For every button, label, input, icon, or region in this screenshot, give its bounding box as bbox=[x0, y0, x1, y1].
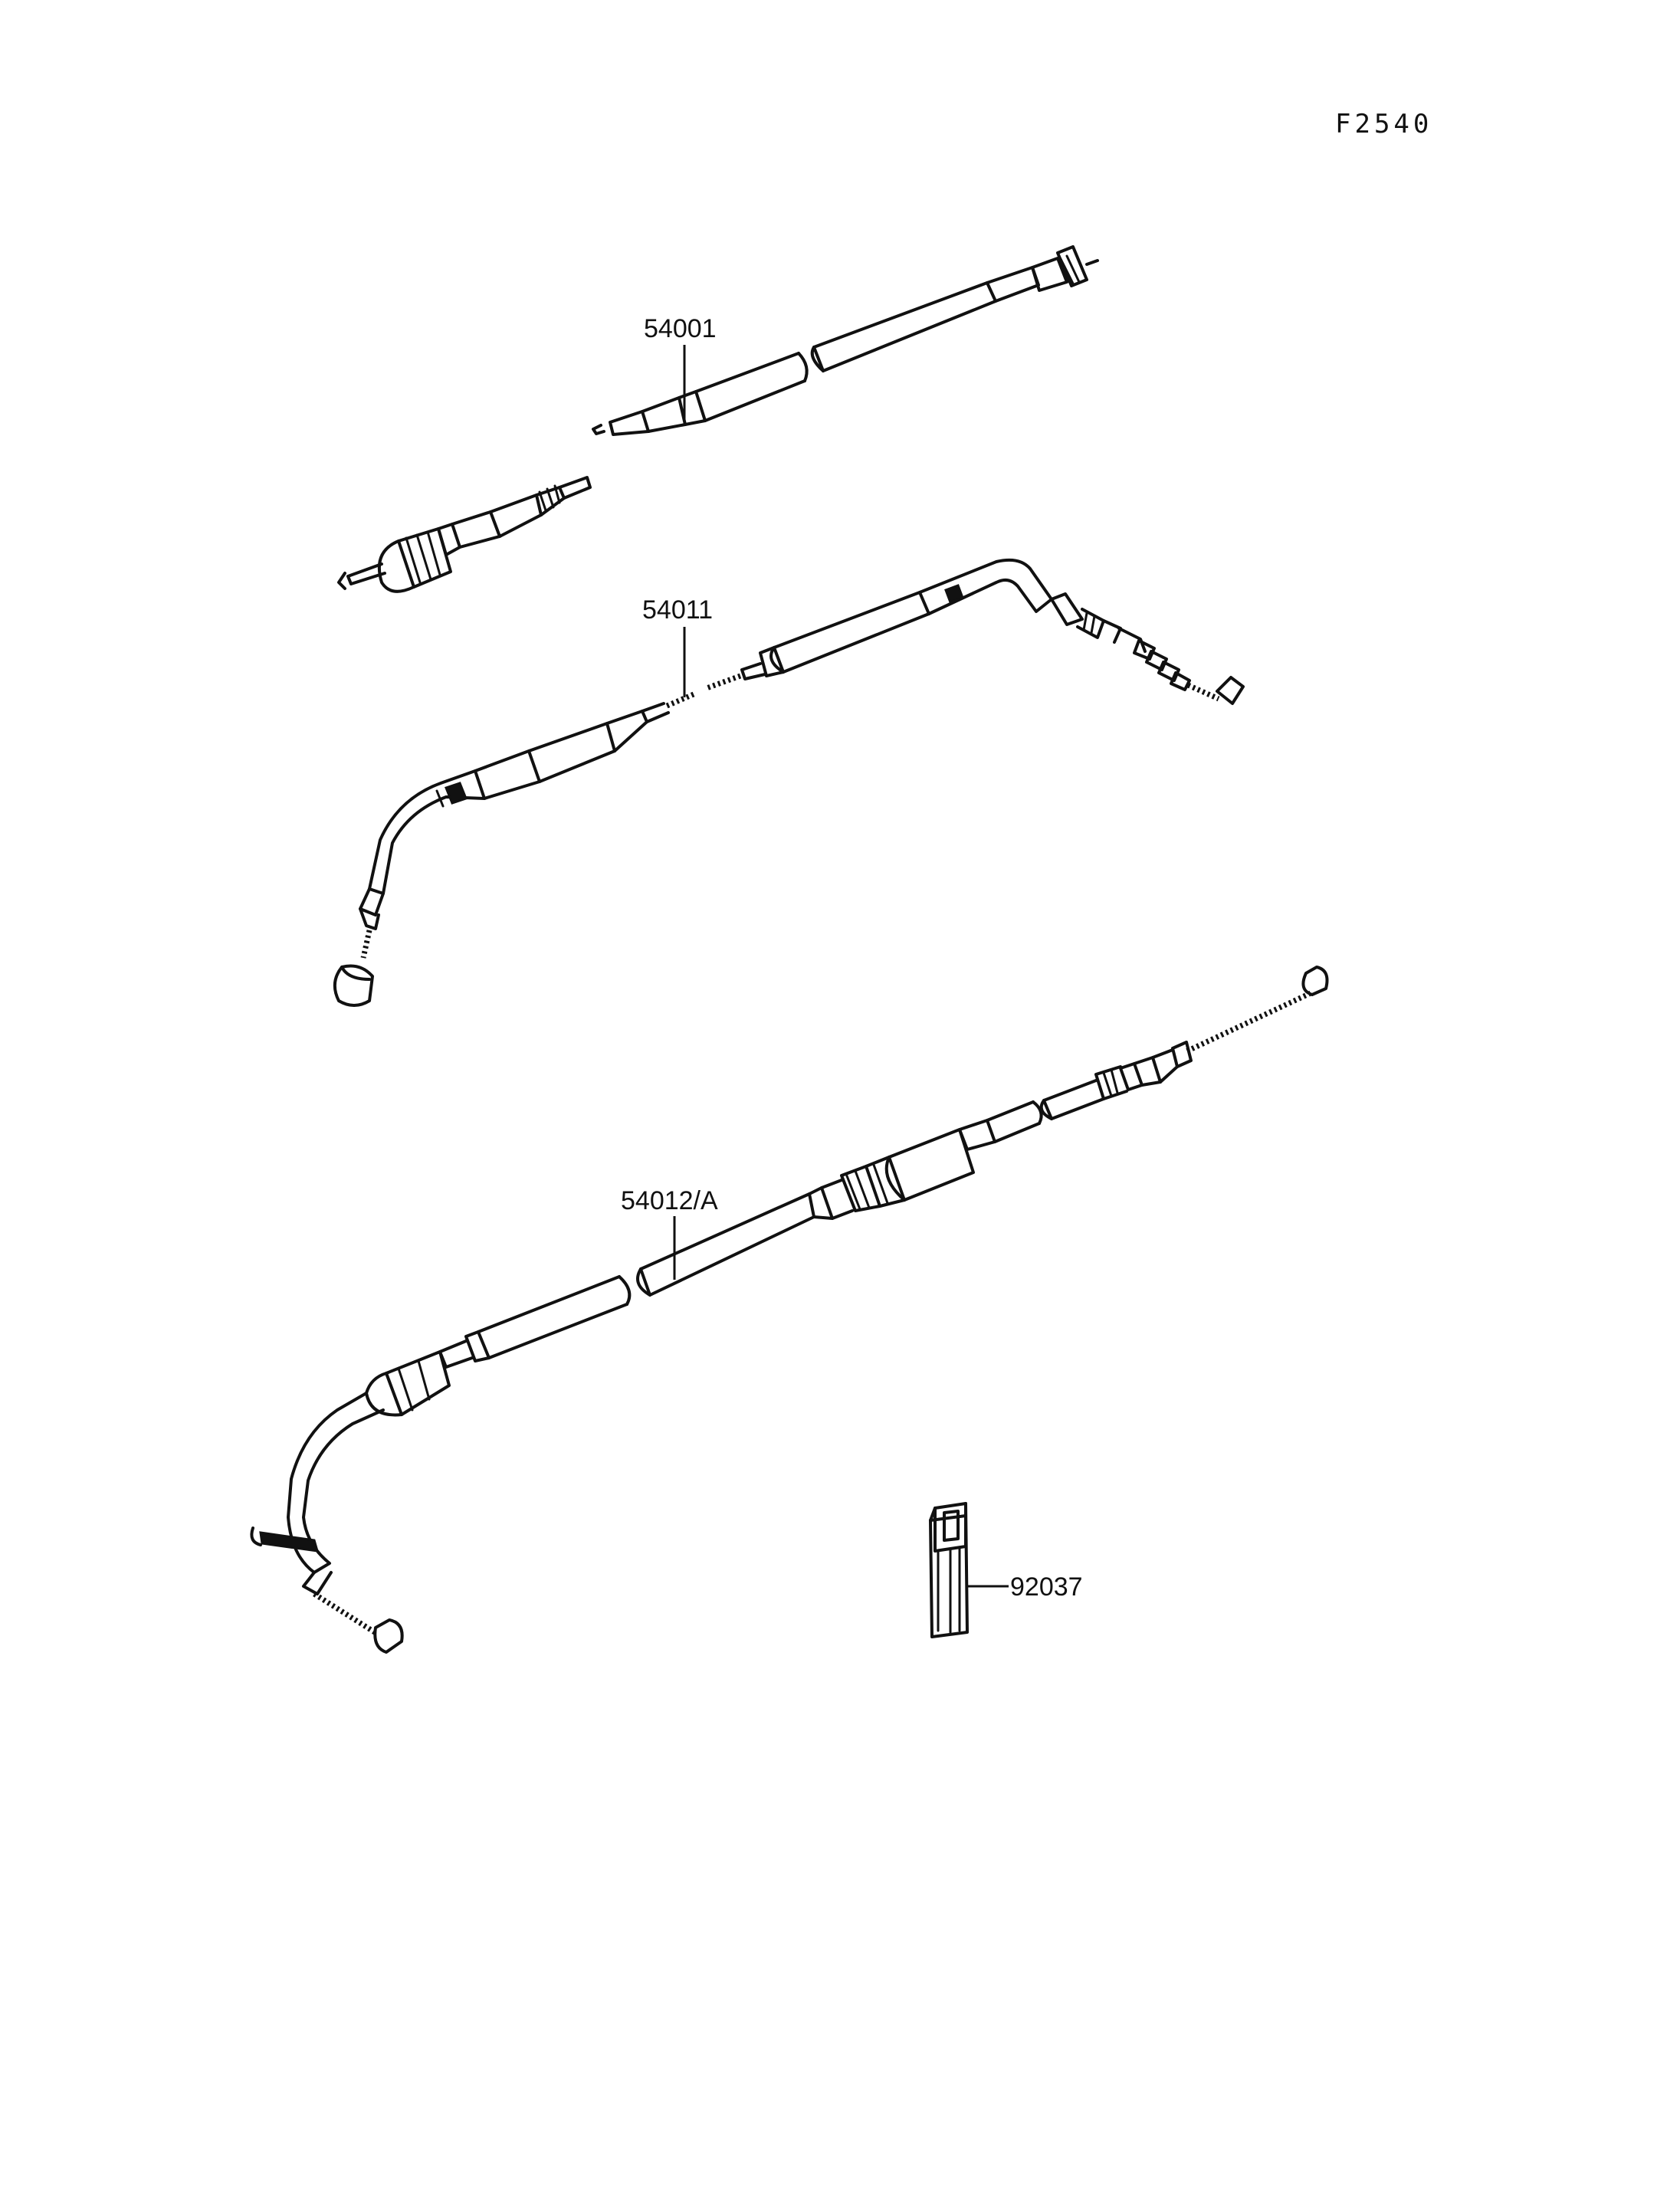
part-label-54011: 54011 bbox=[642, 595, 713, 625]
part-label-54012a: 54012/A bbox=[621, 1186, 718, 1215]
speedometer-cable-54001 bbox=[337, 245, 1099, 593]
part-label-54001: 54001 bbox=[644, 314, 717, 343]
part-label-92037: 92037 bbox=[1010, 1572, 1083, 1602]
clamp-band-92037 bbox=[929, 1502, 969, 1638]
throttle-cable-54012a bbox=[250, 966, 1329, 1654]
clutch-cable-54011 bbox=[333, 558, 1245, 1007]
figure-code: F2540 bbox=[1335, 109, 1432, 139]
